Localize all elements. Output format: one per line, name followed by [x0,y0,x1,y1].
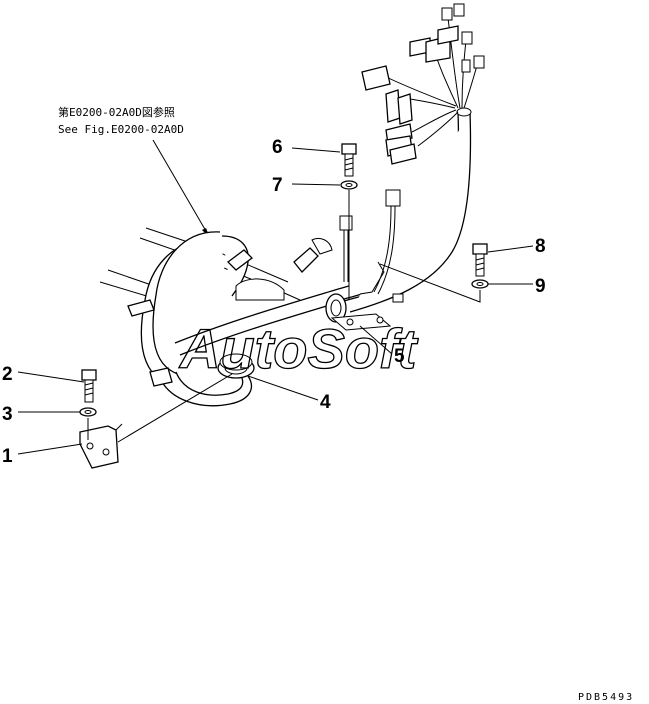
leader-lines [17,147,534,455]
drawing-code: PDB5493 [578,692,634,703]
callout-8: 8 [535,236,546,257]
bolt-part-8 [472,243,488,277]
reference-leader [152,139,211,239]
bolt-part-6 [341,143,357,177]
reference-en: See Fig.E0200-02A0D [58,123,184,136]
assembly-guide-lines [87,190,481,443]
callout-6: 6 [272,137,283,158]
washer-part-3 [79,407,97,417]
connector-cluster [361,3,485,165]
reference-jp: 第E0200-02A0D図参照 [58,105,175,119]
washer-part-7 [340,180,358,190]
callout-4: 4 [320,392,331,413]
callout-2: 2 [2,364,13,385]
harness-main-tube [99,227,411,407]
bracket-part-1 [79,423,123,469]
callout-5: 5 [394,346,405,367]
bolt-part-2 [81,369,97,403]
washer-part-9 [471,279,489,289]
callout-7: 7 [272,175,283,196]
watermark-text: AutoSoft [178,317,419,380]
callout-1: 1 [2,446,13,467]
callout-3: 3 [2,404,13,425]
callout-9: 9 [535,276,546,297]
bracket-plate [330,313,392,331]
grommet-part-4 [217,353,255,379]
